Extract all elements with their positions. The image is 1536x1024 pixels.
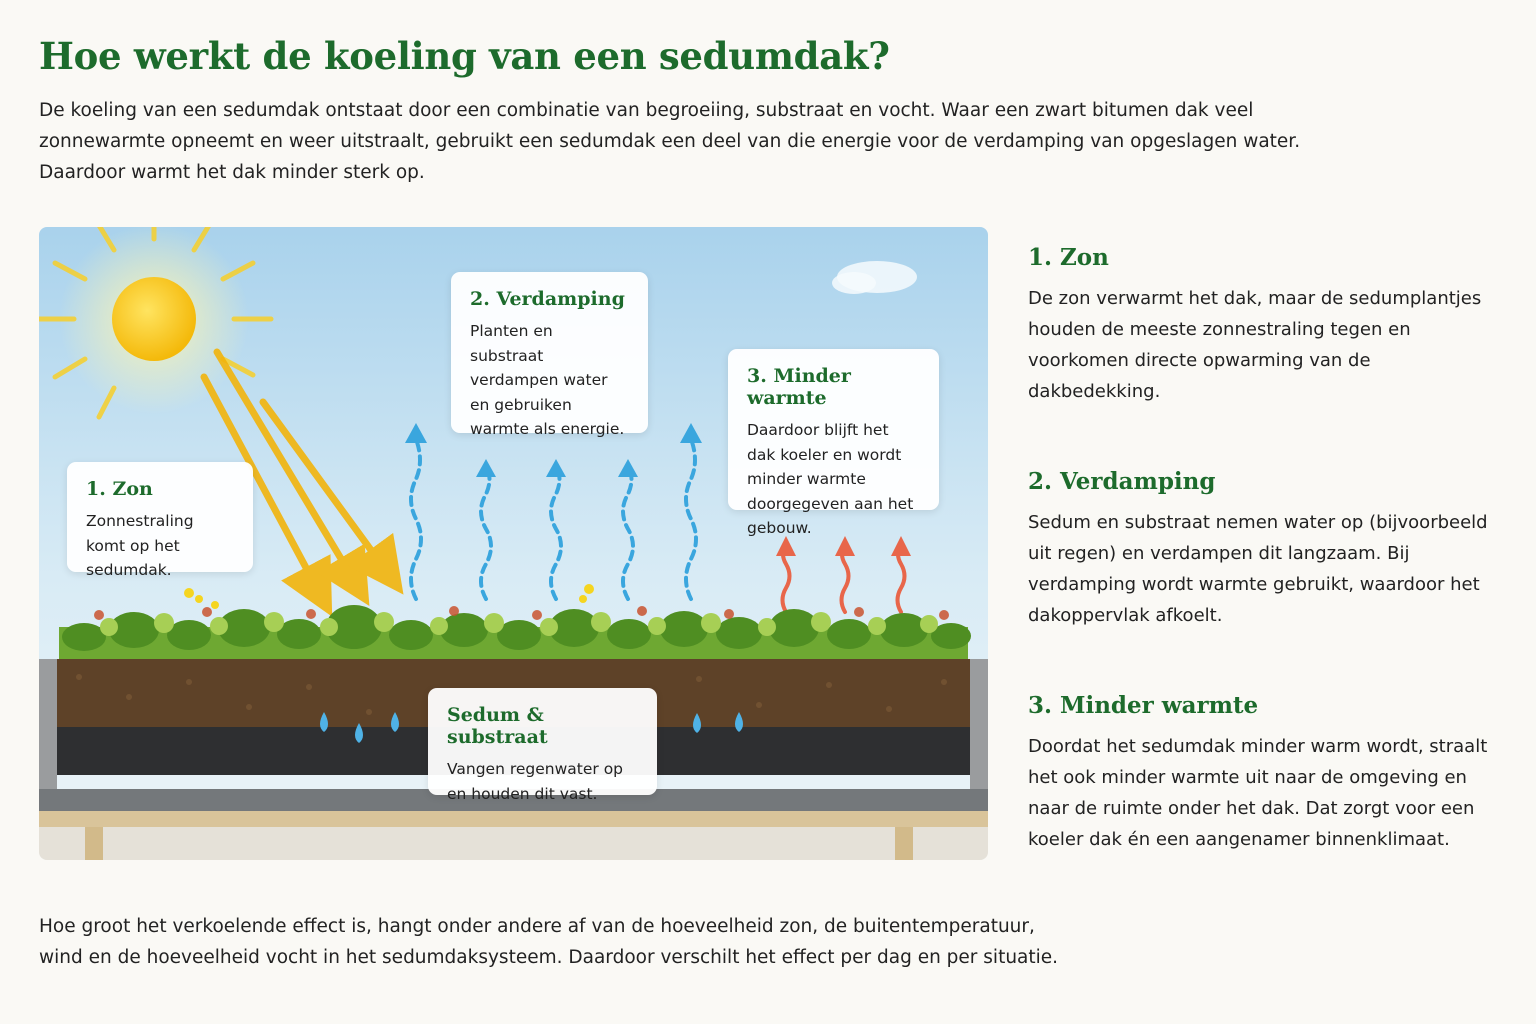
sidebar-item-title: 1. Zon <box>1028 244 1109 271</box>
sidebar-item-sun: 1. Zon De zon verwarmt het dak, maar de … <box>1028 244 1498 407</box>
page-title: Hoe werkt de koeling van een sedumdak? <box>39 34 890 78</box>
less-heat-card: 3. Minder warmte Daardoor blijft het dak… <box>728 349 939 537</box>
evaporation-card-text: Planten en substraat verdampen water en … <box>470 322 625 438</box>
intro-paragraph: De koeling van een sedumdak ontstaat doo… <box>39 100 1301 183</box>
sun-ray-arrow-icon <box>200 348 404 617</box>
less-heat-card-title: 3. Minder warmte <box>747 365 851 409</box>
substrate-card-title: Sedum & substraat <box>447 704 548 748</box>
substrate-card: Sedum & substraat Vangen regenwater op e… <box>428 688 657 803</box>
sun-icon <box>39 227 274 420</box>
substrate-card-text: Vangen regenwater op en houden dit vast. <box>447 760 624 803</box>
sidebar-item-title: 2. Verdamping <box>1028 468 1216 495</box>
sidebar-item-less-heat: 3. Minder warmte Doordat het sedumdak mi… <box>1028 692 1498 855</box>
sun-card-title: 1. Zon <box>86 478 153 500</box>
sidebar-item-text: Sedum en substraat nemen water op (bijvo… <box>1028 512 1488 626</box>
water-drop-icon <box>320 712 743 743</box>
sidebar-item-title: 3. Minder warmte <box>1028 692 1259 719</box>
flower-icon <box>184 584 594 609</box>
sun-card-text: Zonnestraling komt op het sedumdak. <box>86 512 194 579</box>
sun-card: 1. Zon Zonnestraling komt op het sedumda… <box>67 462 253 579</box>
evaporation-card-title: 2. Verdamping <box>470 288 625 310</box>
vapor-arrow-icon <box>409 437 698 601</box>
evaporation-card: 2. Verdamping Planten en substraat verda… <box>451 272 648 438</box>
sidebar-item-evaporation: 2. Verdamping Sedum en substraat nemen w… <box>1028 468 1498 631</box>
less-heat-card-text: Daardoor blijft het dak koeler en wordt … <box>747 421 914 537</box>
outro-paragraph: Hoe groot het verkoelende effect is, han… <box>39 916 1059 968</box>
sedum-roof-illustration: 1. Zon Zonnestraling komt op het sedumda… <box>39 227 988 860</box>
sidebar-item-text: De zon verwarmt het dak, maar de sedumpl… <box>1028 288 1482 402</box>
sidebar-item-text: Doordat het sedumdak minder warm wordt, … <box>1028 736 1488 850</box>
